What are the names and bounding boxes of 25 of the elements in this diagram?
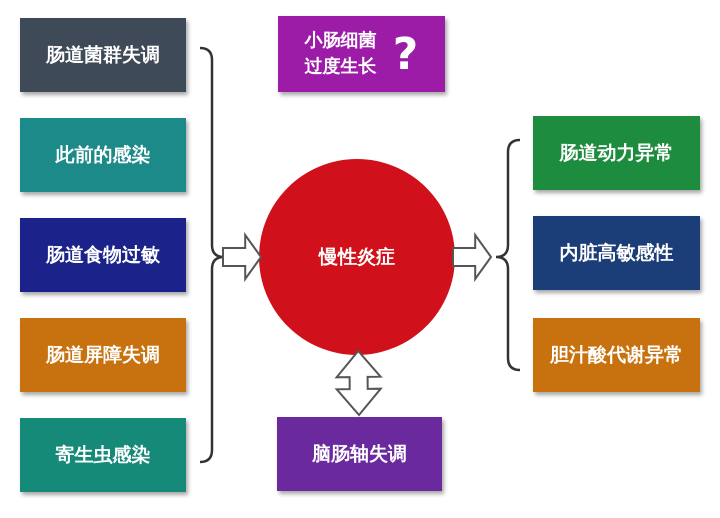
process-box xyxy=(20,218,186,292)
process-box xyxy=(533,318,700,392)
node-label: 内脏高敏感性 xyxy=(560,241,674,266)
process-box xyxy=(277,417,442,491)
node-label: 脑肠轴失调 xyxy=(312,442,407,467)
node-label: 小肠细菌过度生长 xyxy=(304,29,378,79)
hollow-arrow xyxy=(222,232,262,282)
node-label: 肠道菌群失调 xyxy=(46,43,160,68)
process-box xyxy=(20,318,186,392)
process-box xyxy=(533,116,700,190)
node-label: 肠道食物过敏 xyxy=(46,243,160,268)
question-mark: ? xyxy=(392,28,418,80)
hollow-arrow xyxy=(334,349,383,417)
node-label: 慢性炎症 xyxy=(319,245,395,270)
process-box xyxy=(20,118,186,192)
node-label: 寄生虫感染 xyxy=(56,443,150,468)
process-box xyxy=(20,418,186,492)
node-label: 肠道动力异常 xyxy=(560,141,674,166)
process-box xyxy=(533,216,700,290)
process-box xyxy=(20,18,186,92)
process-box xyxy=(278,16,445,92)
node-label: 胆汁酸代谢异常 xyxy=(550,343,683,368)
node-label: 此前的感染 xyxy=(56,143,150,168)
node-label: 肠道屏障失调 xyxy=(46,343,160,368)
hollow-arrow xyxy=(452,232,492,282)
